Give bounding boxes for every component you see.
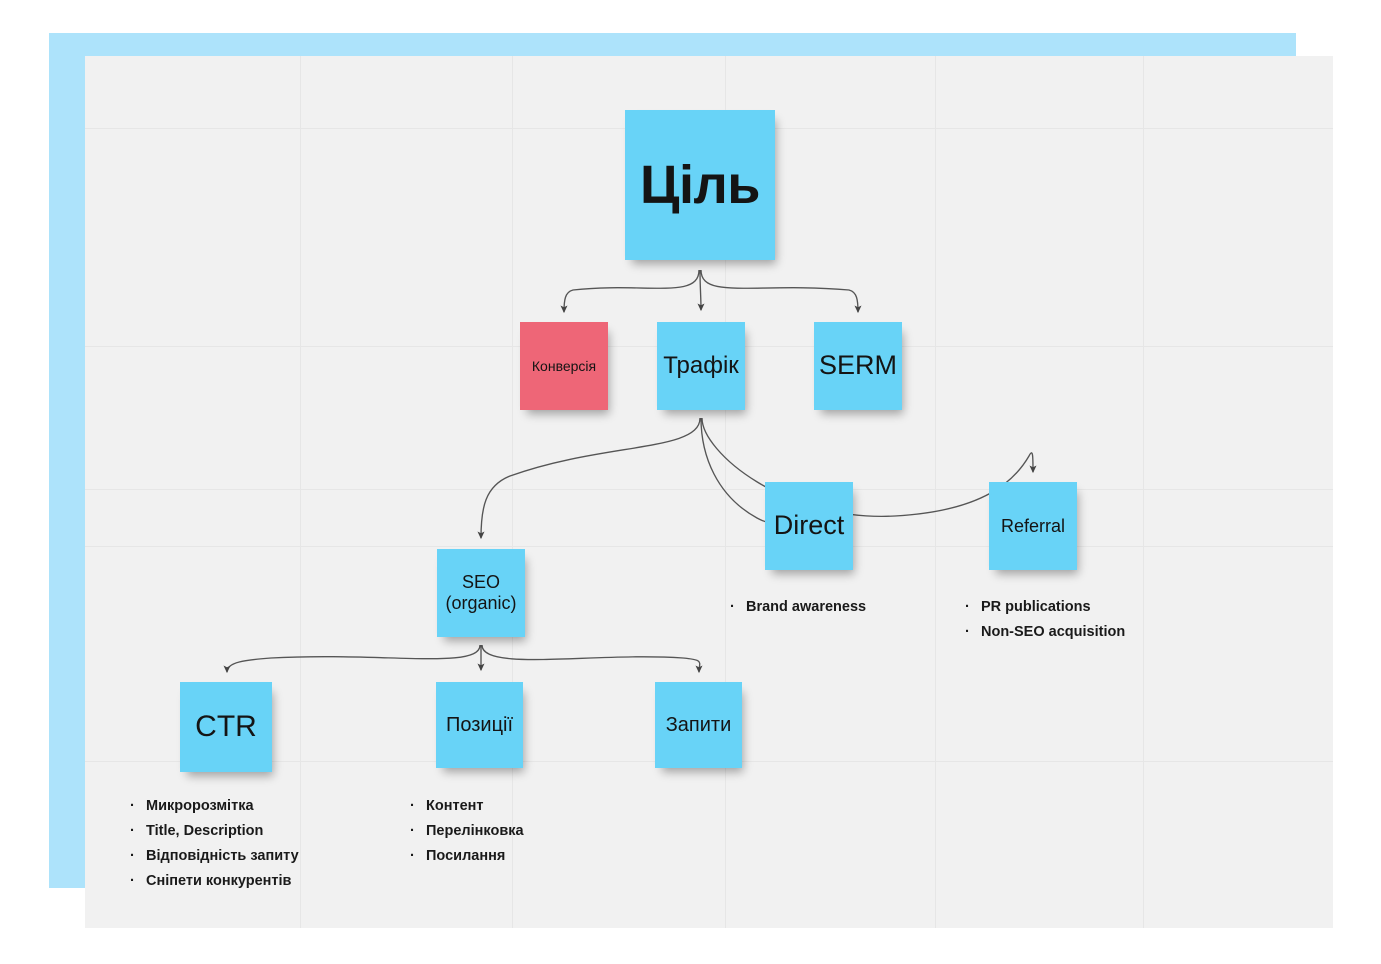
note-serm[interactable]: SERM [814, 322, 902, 410]
bullet-dot-icon: · [130, 872, 135, 889]
list-item: · Non-SEO acquisition [965, 620, 1125, 645]
list-item: · Title, Description [130, 819, 299, 844]
note-ctr-label: CTR [195, 709, 257, 743]
note-conversion[interactable]: Конверсія [520, 322, 608, 410]
whiteboard-canvas[interactable]: Ціль Конверсія Трафік SERM SEO (organic)… [85, 56, 1333, 928]
bullet-dot-icon: · [130, 798, 135, 814]
note-referral[interactable]: Referral [989, 482, 1077, 570]
note-referral-label: Referral [1000, 515, 1066, 536]
note-direct-label: Direct [773, 510, 845, 541]
bullet-list-ctr: · Микророзмітка · Title, Description · Відп… [130, 794, 299, 894]
list-item-label: PR publications [981, 599, 1091, 615]
list-item: · PR publications [965, 595, 1125, 620]
list-item: · Сніпети конкурентів [130, 869, 299, 894]
note-seo-label: SEO (organic) [445, 572, 516, 613]
list-item-label: Non-SEO acquisition [981, 623, 1126, 640]
bullet-list-positions: · Контент · Перелінковка · Посилання [410, 794, 524, 869]
list-item-label: Brand awareness [746, 599, 867, 615]
note-seo-line1: SEO [461, 572, 500, 593]
grid-line-horizontal [85, 546, 1333, 547]
grid-line-vertical [935, 56, 936, 928]
note-traffic[interactable]: Трафік [657, 322, 745, 410]
bullet-dot-icon: · [410, 798, 415, 814]
bullet-dot-icon: · [410, 822, 415, 839]
bullet-dot-icon: · [130, 847, 135, 864]
note-goal[interactable]: Ціль [625, 110, 775, 260]
list-item: · Микророзмітка [130, 794, 299, 819]
list-item: · Посилання [410, 844, 524, 869]
note-seo-line2: (organic) [445, 593, 517, 613]
list-item-label: Микророзмітка [146, 798, 254, 814]
bullet-dot-icon: · [965, 599, 970, 615]
bullet-dot-icon: · [130, 822, 135, 839]
note-goal-label: Ціль [640, 154, 760, 215]
list-item-label: Title, Description [146, 822, 264, 839]
bullet-dot-icon: · [410, 847, 415, 864]
list-item-label: Контент [426, 798, 484, 814]
note-seo-organic[interactable]: SEO (organic) [437, 549, 525, 637]
bullet-list-direct: · Brand awareness [730, 595, 866, 620]
note-positions[interactable]: Позиції [436, 682, 523, 768]
list-item: · Контент [410, 794, 524, 819]
note-positions-label: Позиції [445, 713, 514, 736]
list-item-label: Посилання [426, 847, 506, 864]
note-conversion-label: Конверсія [531, 357, 597, 374]
list-item-label: Перелінковка [426, 822, 524, 839]
list-item: · Перелінковка [410, 819, 524, 844]
note-ctr[interactable]: CTR [180, 682, 272, 772]
list-item: · Відповідність запиту [130, 844, 299, 869]
note-serm-label: SERM [818, 350, 897, 381]
note-direct[interactable]: Direct [765, 482, 853, 570]
note-traffic-label: Трафік [663, 352, 739, 380]
grid-line-horizontal [85, 489, 1333, 490]
note-queries-label: Запити [665, 713, 732, 736]
grid-line-vertical [1143, 56, 1144, 928]
list-item-label: Відповідність запиту [146, 847, 299, 864]
bullet-list-referral: · PR publications · Non-SEO acquisition [965, 595, 1125, 645]
bullet-dot-icon: · [965, 623, 970, 640]
list-item: · Brand awareness [730, 595, 866, 620]
note-queries[interactable]: Запити [655, 682, 742, 768]
bullet-dot-icon: · [730, 599, 735, 615]
list-item-label: Сніпети конкурентів [146, 872, 292, 889]
grid-line-vertical [300, 56, 301, 928]
